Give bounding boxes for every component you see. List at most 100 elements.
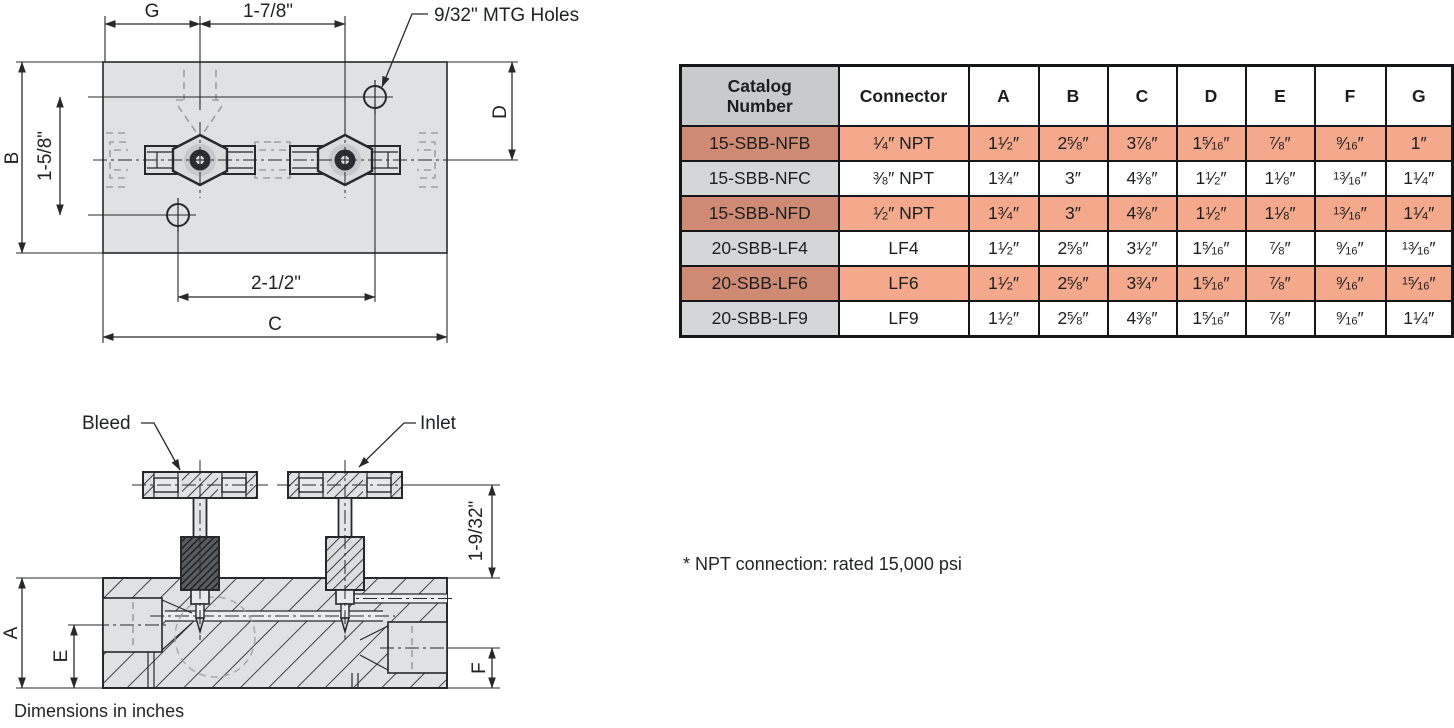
catalog-number-cell: 20-SBB-LF9 [679,300,840,338]
connector-cell: 1⁄4″ NPT [837,125,970,162]
dim-label-left-height: 1-5/8" [35,131,56,181]
dim-cell-f: 9⁄16″ [1313,300,1387,338]
dim-cell-a: 13⁄4″ [967,195,1040,232]
column-header-e: E [1244,64,1316,127]
catalog-number-cell: 15-SBB-NFC [679,160,840,197]
dim-label-top-width: 1-7/8" [243,1,293,22]
dim-cell-d: 15⁄16″ [1175,300,1247,338]
column-header-catalog-number: Catalog Number [679,64,840,127]
dim-cell-f: 13⁄16″ [1313,195,1387,232]
column-header-d: D [1175,64,1247,127]
inlet-valve-top [289,122,401,198]
column-header-b: B [1037,64,1109,127]
dim-label-a: A [1,626,22,639]
dimensions-in-inches-note: Dimensions in inches [14,701,185,721]
dim-cell-c: 33⁄4″ [1106,265,1178,302]
top-view-drawing: G 1-7/8" 9/32" MTG Holes B 1-5/8" D 2-1/… [2,1,579,343]
dim-cell-b: 25⁄8″ [1037,300,1109,338]
dim-cell-a: 13⁄4″ [967,160,1040,197]
dim-cell-f: 9⁄16″ [1313,265,1387,302]
catalog-number-cell: 20-SBB-LF6 [679,265,840,302]
dimension-lines [18,13,516,341]
dim-cell-d: 15⁄16″ [1175,230,1247,267]
dim-label-d: D [490,105,511,119]
dim-label-b: B [2,152,23,165]
inlet-leader [358,422,416,468]
dim-cell-e: 7⁄8″ [1244,230,1316,267]
catalog-number-cell: 20-SBB-LF4 [679,230,840,267]
phantom-lines [106,70,441,188]
dim-cell-b: 25⁄8″ [1037,265,1109,302]
dim-cell-g: 15⁄16″ [1384,265,1454,302]
dim-cell-a: 11⁄2″ [967,265,1040,302]
dim-cell-e: 11⁄8″ [1244,160,1316,197]
dim-cell-a: 11⁄2″ [967,125,1040,162]
dimension-lines [18,422,496,689]
section-view-drawing: Bleed Inlet 1-9/32" A E F [1,413,500,689]
connector-cell: LF6 [837,265,970,302]
dim-cell-b: 25⁄8″ [1037,125,1109,162]
dim-cell-d: 15⁄16″ [1175,265,1247,302]
column-header-a: A [967,64,1040,127]
dim-cell-a: 11⁄2″ [967,230,1040,267]
dim-cell-e: 11⁄8″ [1244,195,1316,232]
inlet-label: Inlet [420,413,457,434]
column-header-g: G [1384,64,1454,127]
npt-rating-note: * NPT connection: rated 15,000 psi [683,554,962,574]
bleed-valve-section [132,460,268,640]
dim-cell-g: 11⁄4″ [1384,160,1454,197]
dim-cell-f: 9⁄16″ [1313,230,1387,267]
dim-cell-c: 43⁄8″ [1106,300,1178,338]
dim-cell-g: 13⁄16″ [1384,230,1454,267]
dim-cell-f: 13⁄16″ [1313,160,1387,197]
dim-cell-d: 11⁄2″ [1175,160,1247,197]
dim-cell-c: 43⁄8″ [1106,160,1178,197]
dim-cell-f: 9⁄16″ [1313,125,1387,162]
column-header-connector: Connector [837,64,970,127]
column-header-c: C [1106,64,1178,127]
dim-cell-g: 1″ [1384,125,1454,162]
dim-cell-a: 11⁄2″ [967,300,1040,338]
dim-label-hole-spacing: 2-1/2" [251,273,301,294]
connector-cell: 1⁄2″ NPT [837,195,970,232]
dim-label-e: E [51,650,72,663]
connector-cell: LF4 [837,230,970,267]
mtg-holes-label: 9/32" MTG Holes [434,5,579,26]
connector-cell: LF9 [837,300,970,338]
dim-cell-e: 7⁄8″ [1244,300,1316,338]
connector-cell: 3⁄8″ NPT [837,160,970,197]
dim-cell-b: 25⁄8″ [1037,230,1109,267]
dim-cell-d: 11⁄2″ [1175,195,1247,232]
dim-cell-d: 15⁄16″ [1175,125,1247,162]
dim-cell-b: 3″ [1037,195,1109,232]
dim-cell-b: 3″ [1037,160,1109,197]
dim-cell-c: 43⁄8″ [1106,195,1178,232]
dim-cell-e: 7⁄8″ [1244,265,1316,302]
dim-cell-g: 11⁄4″ [1384,195,1454,232]
dim-label-f: F [469,662,490,674]
dim-cell-c: 37⁄8″ [1106,125,1178,162]
catalog-number-cell: 15-SBB-NFB [679,125,840,162]
dim-cell-e: 7⁄8″ [1244,125,1316,162]
dim-label-c: C [268,314,282,335]
dim-label-g: G [145,1,160,22]
inlet-valve-section [277,460,413,640]
catalog-number-cell: 15-SBB-NFD [679,195,840,232]
mtg-holes-leader [381,13,428,88]
bleed-label: Bleed [82,413,131,434]
dim-cell-c: 31⁄2″ [1106,230,1178,267]
dim-label-stem-height: 1-9/32" [466,501,487,562]
extension-lines [16,484,500,689]
manifold-body-section [95,577,458,689]
dim-cell-g: 11⁄4″ [1384,300,1454,338]
